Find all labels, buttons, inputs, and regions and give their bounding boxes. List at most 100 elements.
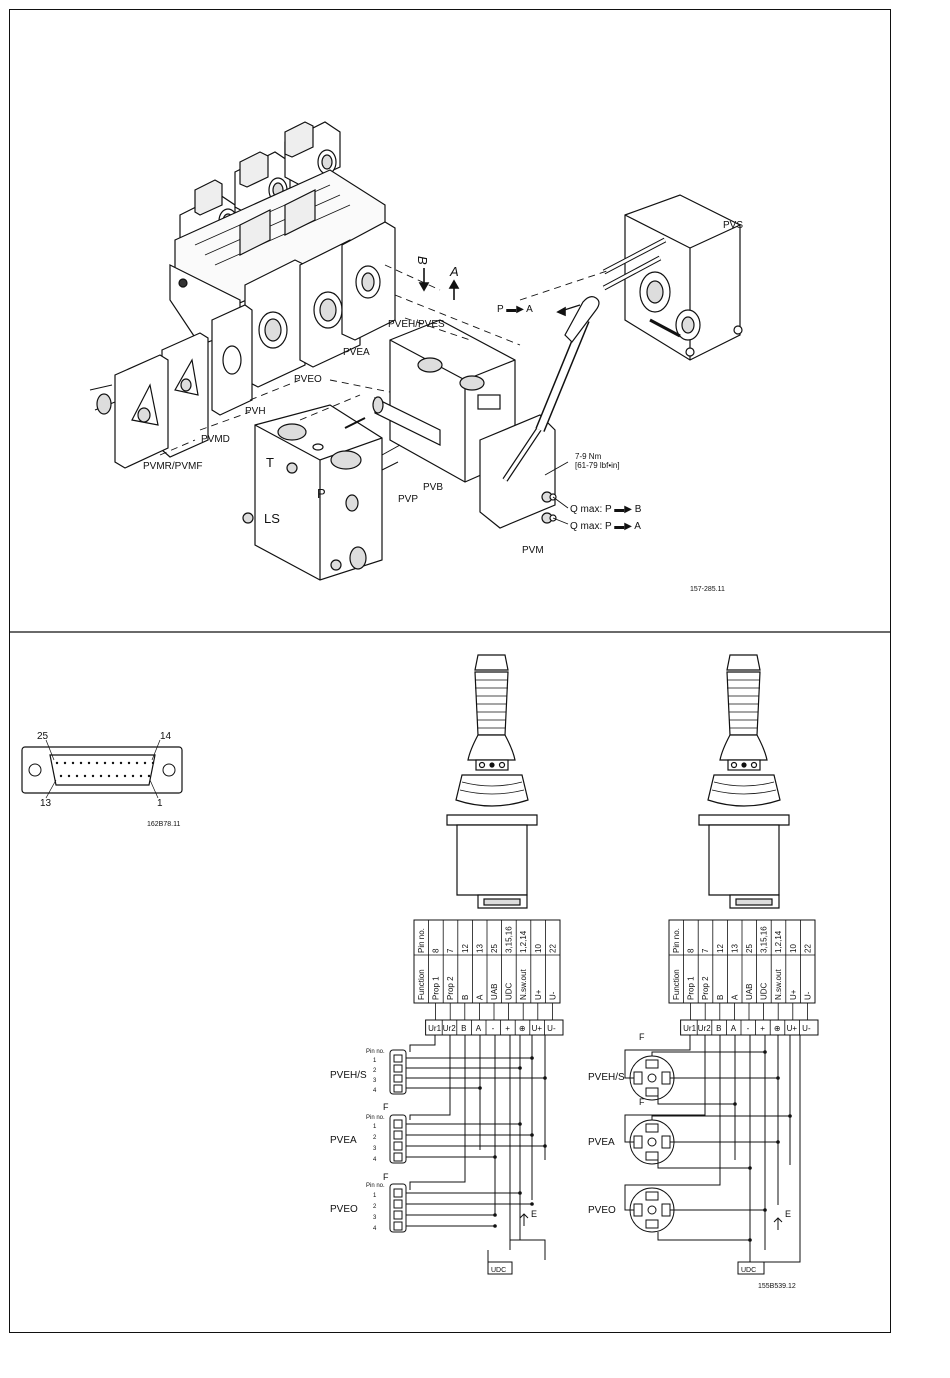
table-function-left: A xyxy=(475,994,484,1000)
table-pin-left: 3,15,16 xyxy=(505,926,514,953)
pin3-b: 3 xyxy=(373,1146,377,1152)
wiring-right xyxy=(624,1035,801,1275)
plug-pveh-s xyxy=(389,1049,407,1095)
dsub-connector: 25 14 13 1 162B78.11 xyxy=(21,731,183,828)
table-pin-left: 12 xyxy=(461,944,470,953)
label-p-to-a: P ▬▶ A xyxy=(497,304,533,315)
table-pin-left: 1,2,14 xyxy=(519,930,528,953)
pin-no-label-2: Pin no. xyxy=(366,1115,385,1121)
pin3-c: 3 xyxy=(373,1215,377,1221)
table-header-right-0: Pin no. xyxy=(672,928,681,953)
table-function-left: UDC xyxy=(505,982,514,1000)
port-label-t: T xyxy=(266,455,274,470)
table-pin-right: 25 xyxy=(745,944,754,953)
table-function-left: U- xyxy=(548,991,557,1000)
pin1-a: 1 xyxy=(373,1058,377,1064)
label-f-right-2: F xyxy=(639,1097,645,1107)
terminal-label-right: ⊕ xyxy=(774,1024,781,1033)
label-pvh: PVH xyxy=(245,406,266,417)
table-function-left: UAB xyxy=(490,984,499,1000)
port-label-p: P xyxy=(317,486,326,501)
label-pvmr-pvmf: PVMR/PVMF xyxy=(143,461,202,472)
top-labels: PVS PVEH/PVES PVEA PVEO PVH PVMD PVMR/PV… xyxy=(143,220,743,593)
label-pvm: PVM xyxy=(522,545,544,556)
label-pvea: PVEA xyxy=(343,347,370,358)
label-f-right-1: F xyxy=(639,1032,645,1042)
table-pin-right: 13 xyxy=(730,944,739,953)
wiring-labels: PVEH/S PVEA PVEO Pin no. Pin no. Pin no.… xyxy=(330,1032,796,1290)
pin1-c: 1 xyxy=(373,1193,377,1199)
terminal-strip-left xyxy=(425,1019,564,1036)
table-pin-left: 7 xyxy=(446,948,455,953)
pin4-a: 4 xyxy=(373,1088,377,1094)
pin-label-14: 14 xyxy=(160,731,172,742)
pin3-a: 3 xyxy=(373,1078,377,1084)
label-udc-right: UDC xyxy=(741,1267,756,1274)
table-pin-left: 8 xyxy=(432,948,441,953)
label-e-right: E xyxy=(785,1209,791,1219)
direction-arrows xyxy=(418,268,581,525)
terminal-label-right: Ur2 xyxy=(698,1024,711,1033)
label-torque-imperial: [61-79 lbf•in] xyxy=(575,461,620,470)
terminal-label-left: U+ xyxy=(532,1024,543,1033)
label-f-left-1: F xyxy=(383,1102,389,1112)
label-pveo: PVEO xyxy=(294,374,322,385)
joystick-left xyxy=(446,654,538,909)
round-connector-pvea xyxy=(629,1119,675,1165)
terminal-label-right: A xyxy=(731,1024,737,1033)
assembly-guide-lines xyxy=(159,264,611,456)
label-pveo-left: PVEO xyxy=(330,1204,358,1215)
label-udc-left: UDC xyxy=(491,1267,506,1274)
label-pvmd: PVMD xyxy=(201,434,230,445)
table-pin-right: 1,2,14 xyxy=(774,930,783,953)
drawing-frame xyxy=(9,9,891,1333)
table-function-left: U+ xyxy=(534,989,543,1000)
terminal-label-right: - xyxy=(747,1024,750,1033)
label-pveh-s-right: PVEH/S xyxy=(588,1072,625,1083)
joystick-right xyxy=(698,654,790,909)
terminal-label-left: Ur2 xyxy=(443,1024,456,1033)
table-header-left-0: Pin no. xyxy=(417,928,426,953)
label-pveh-s-left: PVEH/S xyxy=(330,1070,367,1081)
table-function-left: Prop 2 xyxy=(446,976,455,1000)
pin-label-25: 25 xyxy=(37,731,49,742)
figure-number-top: 157-285.11 xyxy=(690,586,725,593)
label-pvea-left: PVEA xyxy=(330,1135,357,1146)
table-function-right: Prop 2 xyxy=(701,976,710,1000)
table-header-left-1: Function xyxy=(417,969,426,1000)
label-pveh-pves: PVEH/PVES xyxy=(388,319,445,330)
terminal-label-right: U- xyxy=(802,1024,811,1033)
table-function-right: A xyxy=(730,994,739,1000)
terminal-label-right: + xyxy=(760,1024,765,1033)
table-function-left: Prop 1 xyxy=(432,976,441,1000)
terminal-label-left: U- xyxy=(547,1024,556,1033)
label-qmax-pa: Q max: P ▬▶ A xyxy=(570,521,641,532)
table-function-right: UDC xyxy=(760,982,769,1000)
pin-label-1: 1 xyxy=(157,798,163,809)
port-label-ls: LS xyxy=(264,511,280,526)
dsub-pins-top xyxy=(55,761,155,765)
terminal-label-left: A xyxy=(476,1024,482,1033)
label-qmax-pb: Q max: P ▬▶ B xyxy=(570,504,642,515)
label-pvea-right: PVEA xyxy=(588,1137,615,1148)
pin-no-label-3: Pin no. xyxy=(366,1183,385,1189)
terminal-label-left: B xyxy=(461,1024,466,1033)
table-function-right: U+ xyxy=(789,989,798,1000)
terminal-label-right: U+ xyxy=(787,1024,798,1033)
table-function-left: B xyxy=(461,995,470,1000)
table-pin-left: 10 xyxy=(534,944,543,953)
plug-pvea xyxy=(389,1114,407,1164)
table-pin-right: 7 xyxy=(701,948,710,953)
connector-ref: 162B78.11 xyxy=(147,821,180,828)
table-function-right: UAB xyxy=(745,984,754,1000)
label-pvs: PVS xyxy=(723,220,743,231)
round-connector-pveh-s xyxy=(629,1055,675,1101)
valve-assembly xyxy=(89,121,743,581)
label-torque: 7-9 Nm xyxy=(575,452,602,461)
terminal-label-left: + xyxy=(505,1024,510,1033)
wiring-left xyxy=(389,1035,547,1275)
